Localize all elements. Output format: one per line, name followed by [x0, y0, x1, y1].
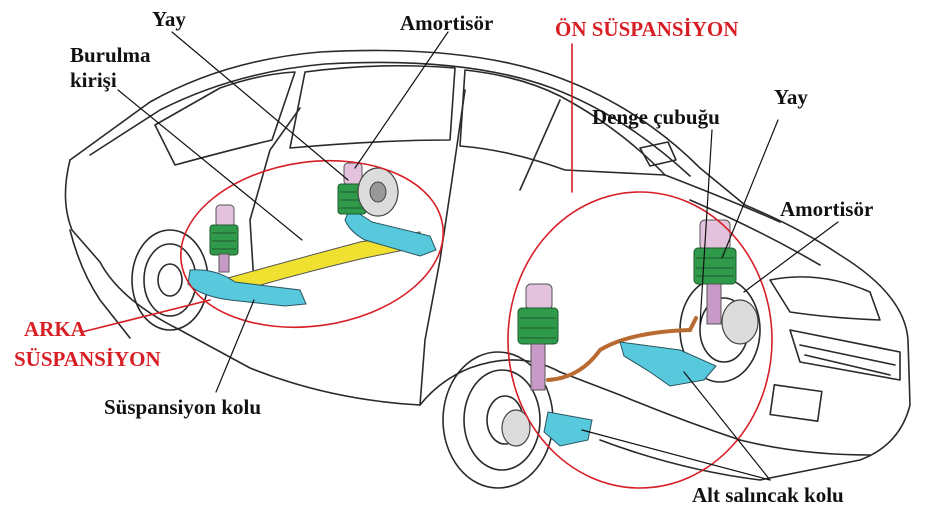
label-amortisor-front: Amortisör — [780, 197, 873, 221]
front-suspension — [502, 220, 758, 446]
label-alt-salincak-kolu: Alt salıncak kolu — [692, 483, 844, 507]
label-denge-cubugu: Denge çubuğu — [592, 105, 720, 129]
label-burulma-line2: kirişi — [70, 68, 117, 92]
label-suspansiyon-kolu: Süspansiyon kolu — [104, 395, 261, 419]
label-yay-front: Yay — [774, 85, 808, 109]
label-amortisor-rear: Amortisör — [400, 11, 493, 35]
label-yay-rear: Yay — [152, 7, 186, 31]
label-arka-line1: ARKA — [24, 317, 87, 341]
label-on-suspansiyon: ÖN SÜSPANSİYON — [555, 17, 738, 41]
label-burulma-line1: Burulma — [70, 43, 151, 67]
rear-suspension — [188, 163, 436, 306]
label-arka-line2: SÜSPANSİYON — [14, 347, 161, 371]
